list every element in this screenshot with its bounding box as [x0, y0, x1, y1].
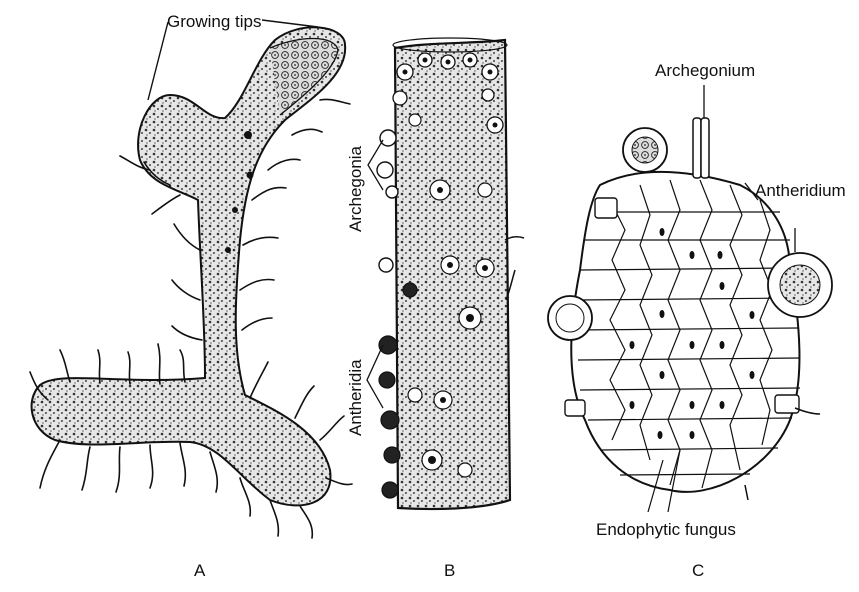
label-archegonia: Archegonia	[347, 146, 364, 232]
label-growing-tips: Growing tips	[167, 13, 261, 30]
prothallus-b-drawing	[367, 38, 524, 509]
label-endophytic-fungus: Endophytic fungus	[596, 521, 736, 538]
prothallus-a-drawing	[30, 20, 352, 538]
label-antheridium: Antheridium	[755, 182, 846, 199]
left-cell-c	[548, 296, 592, 340]
panel-label-c: C	[692, 562, 704, 579]
label-archegonium: Archegonium	[655, 62, 755, 79]
prothallus-c-drawing	[548, 85, 832, 512]
antheridium-c	[768, 253, 832, 317]
label-antheridia: Antheridia	[347, 359, 364, 436]
panel-label-a: A	[194, 562, 205, 579]
prothallus-b-body	[395, 40, 510, 509]
archegonium-c	[623, 128, 667, 172]
archegonium-neck	[693, 118, 709, 178]
panel-label-b: B	[444, 562, 455, 579]
